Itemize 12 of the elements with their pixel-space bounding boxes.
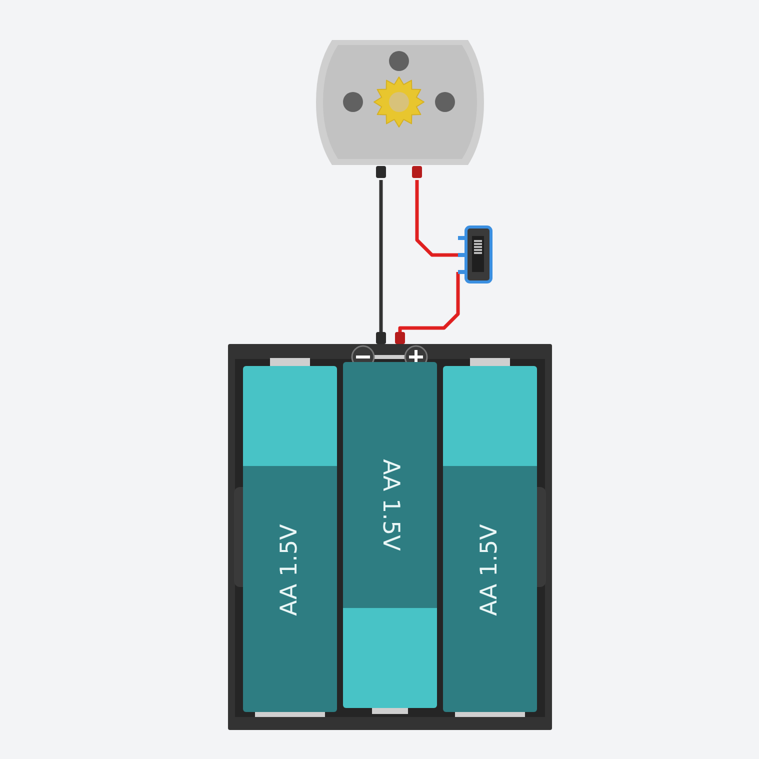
battery-label: AA 1.5V: [378, 459, 402, 551]
battery-holder-drawing: [228, 332, 552, 730]
motor-drawing: [316, 40, 484, 180]
aa-battery: [443, 366, 537, 712]
battery-label: AA 1.5V: [478, 524, 502, 616]
wire: [398, 272, 460, 332]
aa-battery: [343, 362, 437, 708]
wire: [415, 180, 458, 257]
slide-switch-drawing: [458, 226, 492, 284]
aa-battery: [243, 366, 337, 712]
battery-label: AA 1.5V: [278, 524, 302, 616]
wire: [379, 180, 383, 332]
